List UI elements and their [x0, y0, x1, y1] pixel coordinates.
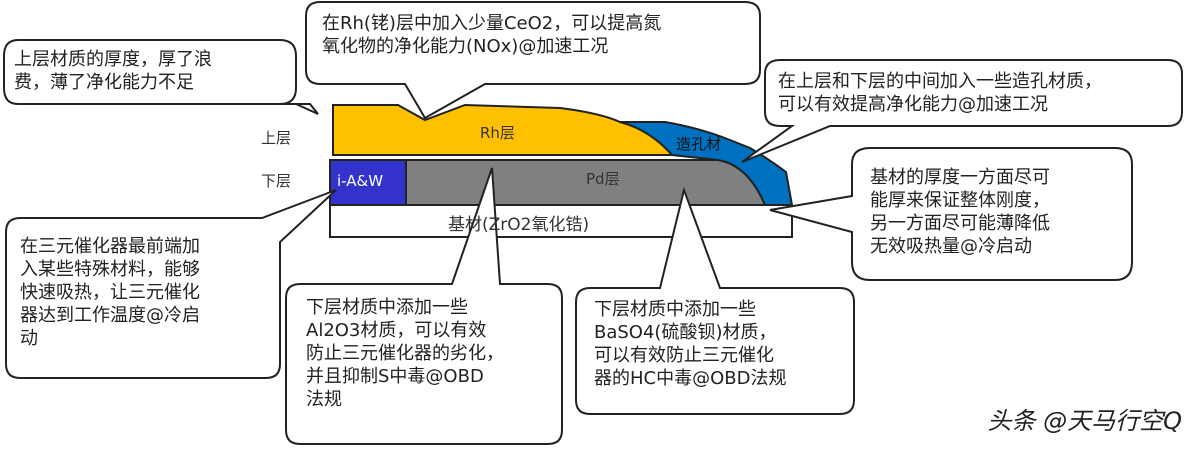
- callout-al2o3: [285, 167, 563, 445]
- ia-w-label: i-A&W: [337, 172, 384, 190]
- lower-layer-label: 下层: [261, 172, 292, 190]
- pore-material-label: 造孔材: [676, 135, 722, 153]
- al2o3-text: 下层材质中添加一些 Al2O3材质，可以有效 防止三元催化器的劣化， 并且抑制S…: [306, 297, 504, 410]
- rh-ceo2-text: 在Rh(铑)层中加入少量CeO2，可以提高氮 氧化物的净化能力(NOx)@加速工…: [322, 13, 662, 57]
- callout-rh-ceo2: [305, 1, 761, 120]
- substrate-layer: [329, 204, 793, 238]
- pd-layer: [404, 159, 767, 206]
- callout-baso4: [575, 186, 855, 415]
- substrate-label: 基材(ZrO2氧化锆): [448, 215, 590, 235]
- callout-substrate-thickness: [769, 147, 1133, 281]
- callout-upper-thickness: [3, 39, 319, 115]
- upper-thickness-text: 上层材质的厚度，厚了浪 费，薄了净化能力不足: [14, 49, 212, 93]
- pore-forming-text: 在上层和下层的中间加入一些造孔材质， 可以有效提高净化能力@加速工况: [778, 71, 1102, 115]
- pd-layer-label: Pd层: [586, 170, 620, 188]
- callout-front-material: [5, 189, 337, 379]
- ia-w-block: [329, 159, 407, 206]
- callout-pore-forming: [741, 59, 1183, 163]
- watermark: 头条 @天马行空Q: [987, 407, 1182, 435]
- rh-layer: [332, 103, 675, 156]
- upper-layer-label: 上层: [261, 129, 292, 147]
- rh-layer-label: Rh层: [480, 124, 515, 142]
- substrate-thickness-text: 基材的厚度一方面尽可 能厚来保证整体刚度， 另一方面尽可能薄降低 无效吸热量@冷…: [870, 167, 1050, 257]
- baso4-text: 下层材质中添加一些 BaSO4(硫酸钡)材质， 可以有效防止三元催化 器的HC中…: [594, 299, 787, 389]
- front-material-text: 在三元催化器最前端加 入某些特殊材料，能够 快速吸热，让三元催化 器达到工作温度…: [20, 236, 200, 349]
